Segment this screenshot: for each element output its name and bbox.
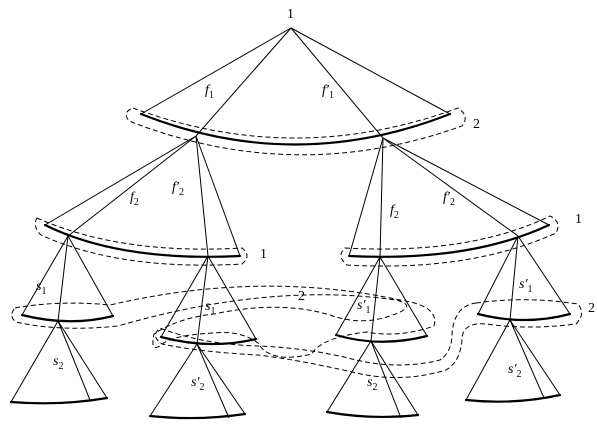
infoset-bottom-upper [11, 285, 436, 358]
l2b-edge-1 [160, 255, 209, 338]
mid-left-infoset-player-label: 1 [260, 247, 267, 262]
l3a-edge-2 [57, 320, 91, 401]
level2-fan-d [476, 235, 572, 322]
label-f1-prime: f′1 [322, 83, 334, 101]
l2d-edge-2 [509, 235, 519, 321]
l3b-edge-3 [196, 343, 246, 415]
level2-fan-a [20, 235, 115, 323]
label-f2-left: f2 [130, 190, 139, 208]
label-s1-a: s1 [36, 279, 46, 297]
level3-fan-d [464, 319, 562, 403]
mid-right-fan [347, 137, 551, 258]
l3a-edge-3 [57, 320, 108, 399]
label-s1-b: s1 [205, 299, 215, 317]
infoset-top [125, 107, 466, 156]
level3-fan-c [325, 340, 420, 419]
l2d-edge-3 [517, 235, 571, 315]
mid-left-edge-4 [195, 135, 241, 257]
root-arc [139, 112, 452, 146]
root-player-label: 1 [287, 7, 294, 22]
infoset-mid-left [34, 217, 248, 266]
mid-left-edge-2 [67, 135, 197, 237]
l3c-arc [325, 410, 420, 419]
label-f2-prime-right: f′2 [443, 190, 455, 208]
infoset-mid-right [340, 215, 559, 267]
l3d-edge-2 [509, 319, 545, 399]
l2b-edge-2 [196, 255, 209, 345]
l3a-edge-1 [10, 320, 59, 403]
l3b-edge-1 [149, 343, 198, 417]
l2a-edge-1 [21, 235, 69, 316]
label-f2-right: f2 [390, 203, 399, 221]
mid-left-edge-1 [44, 135, 197, 226]
mid-right-edge-4 [382, 137, 550, 226]
label-s2-a: s2 [53, 354, 63, 372]
l3c-edge-3 [370, 340, 419, 416]
l2c-arc [334, 333, 429, 343]
mid-left-fan [43, 135, 242, 258]
mid-left-edge-3 [195, 135, 209, 257]
level2-fan-b [159, 255, 258, 346]
l2c-edge-3 [379, 256, 428, 337]
root-edge-mid-right [290, 27, 384, 139]
level3-fan-a [9, 320, 109, 405]
l2b-edge-3 [207, 255, 257, 340]
l2d-arc [476, 312, 572, 322]
bottom-infoset-right-player-label: 2 [588, 301, 595, 316]
l2c-edge-2 [370, 256, 381, 342]
label-f2-prime-left: f′2 [172, 180, 184, 198]
top-infoset-player-label: 2 [473, 117, 480, 132]
root-edge-mid-left [195, 27, 292, 137]
mid-right-arc [347, 223, 551, 258]
level3-fan-b [148, 343, 247, 420]
l3c-edge-2 [370, 340, 402, 419]
label-s2-prime-b: s′2 [508, 362, 522, 380]
root-fan [139, 27, 452, 146]
l3c-edge-1 [326, 340, 372, 413]
mid-right-edge-1 [348, 137, 384, 257]
mid-right-edge-2 [379, 137, 384, 258]
label-s2-b: s2 [367, 375, 377, 393]
information-sets [11, 107, 582, 378]
l3d-edge-1 [465, 319, 511, 401]
label-s1-prime-b: s′1 [519, 277, 533, 295]
l3b-edge-2 [196, 343, 230, 419]
bottom-infoset-upper-player-label: 2 [298, 289, 305, 304]
label-s1-prime-a: s′1 [357, 298, 371, 316]
infoset-bottom-right [155, 299, 582, 378]
l3a-arc [9, 396, 109, 405]
label-f1: f1 [205, 83, 214, 101]
l3d-arc [464, 393, 562, 403]
level2-fan-c [334, 256, 429, 343]
l2d-edge-1 [477, 235, 519, 315]
l3b-arc [148, 412, 247, 420]
mid-right-edge-3 [382, 137, 519, 237]
l2b-arc [159, 335, 258, 346]
mid-right-infoset-player-label: 1 [575, 212, 582, 227]
l3d-edge-3 [509, 319, 561, 396]
root-edge-right [290, 27, 451, 115]
mid-left-arc [43, 223, 242, 258]
l2a-edge-2 [57, 235, 69, 322]
label-s2-prime-a: s′2 [191, 375, 205, 393]
l2a-arc [20, 313, 115, 323]
l2a-edge-3 [67, 235, 114, 317]
root-edge-left [140, 27, 292, 115]
